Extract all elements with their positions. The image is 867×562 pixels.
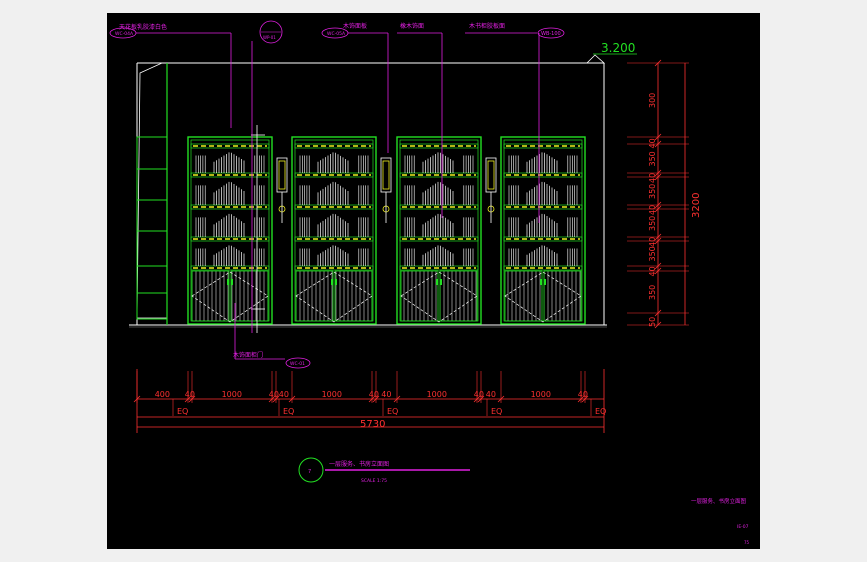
bottom-dim-label: 1000	[531, 390, 551, 399]
title-block: 7 一层服务、书房立面图 SCALE 1:75	[298, 457, 470, 484]
right-dim-label: 40	[648, 205, 657, 215]
callout-tag-mid: WC-05A	[327, 31, 346, 37]
bottom-dim-label: 1000	[222, 390, 242, 399]
bottom-dim-label: 40	[279, 390, 289, 399]
drawing-title: 一层服务、书房立面图	[329, 460, 389, 468]
callout-tag-bottom: WC-01	[290, 361, 305, 367]
room-outline	[129, 54, 607, 328]
callout-tag-far-right: WB-100	[541, 31, 561, 37]
cad-viewport[interactable]: 3.200 WC-04A 天花板乳胶漆白色 WP-01 WC-05A 木饰面板 …	[107, 13, 760, 549]
right-dim-label: 350	[648, 216, 657, 231]
wall-lamp	[485, 157, 497, 223]
callout-note-bottom: 木饰面柜门	[233, 351, 263, 359]
right-dim-label: 40	[648, 266, 657, 276]
right-dim-label: 350	[648, 285, 657, 300]
drawing-scale: SCALE 1:75	[361, 478, 387, 484]
wall-lamp	[380, 157, 392, 223]
bottom-dim-label: 40	[369, 390, 379, 399]
eq-label: EQ	[283, 407, 294, 416]
callouts: WC-04A 天花板乳胶漆白色 WP-01 WC-05A 木饰面板 橡木饰面 木…	[109, 20, 565, 369]
callout-circle-tag: WP-01	[263, 35, 276, 40]
callout-tag-left: WC-04A	[115, 31, 134, 37]
bookcase	[291, 136, 377, 325]
bookcase-group	[187, 125, 586, 333]
elevation-mark: 3.200	[601, 41, 635, 55]
corner-page: 75	[744, 540, 750, 545]
right-dim-label: 350	[648, 184, 657, 199]
bottom-dim-label: 1000	[427, 390, 447, 399]
eq-label: EQ	[177, 407, 188, 416]
right-dim-label: 40	[648, 138, 657, 148]
callout-note-right: 橡木饰面	[400, 22, 424, 30]
bookcase	[500, 136, 586, 325]
bottom-dim-label: 40	[474, 390, 484, 399]
wall-lamp	[276, 157, 288, 223]
eq-label: EQ	[387, 407, 398, 416]
right-dim-label: 300	[648, 93, 657, 108]
side-cabinet	[136, 62, 168, 325]
right-dim-label: 350	[648, 151, 657, 166]
bottom-dim-label: 1000	[322, 390, 342, 399]
bottom-dim-label: 40	[185, 390, 195, 399]
right-dim-label: 50	[648, 317, 657, 327]
corner-title: 一层服务、书房立面图	[691, 497, 747, 505]
callout-note-mid: 木饰面板	[343, 22, 367, 30]
bottom-dim-label: 40	[269, 390, 279, 399]
right-dim-label: 40	[648, 237, 657, 247]
callout-note-left: 天花板乳胶漆白色	[119, 23, 167, 31]
elevation-drawing: 3.200 WC-04A 天花板乳胶漆白色 WP-01 WC-05A 木饰面板 …	[109, 20, 750, 545]
corner-code: IE-07	[737, 524, 749, 530]
eq-label: EQ	[595, 407, 606, 416]
bottom-dim-label: 40	[486, 390, 496, 399]
bottom-dim-label: 40	[578, 390, 588, 399]
right-dim-label: 350	[648, 246, 657, 261]
bookcase	[187, 136, 273, 325]
right-dim-label: 40	[648, 173, 657, 183]
bottom-dim-label: 40	[381, 390, 391, 399]
eq-label: EQ	[491, 407, 502, 416]
bottom-dim-label: 400	[155, 390, 170, 399]
right-total-dim: 3200	[691, 193, 702, 218]
title-circle-number: 7	[308, 469, 311, 475]
callout-note-far-right: 木书柜胶板面	[469, 22, 505, 30]
bookcase	[396, 136, 482, 325]
bottom-total-dim: 5730	[360, 419, 385, 430]
